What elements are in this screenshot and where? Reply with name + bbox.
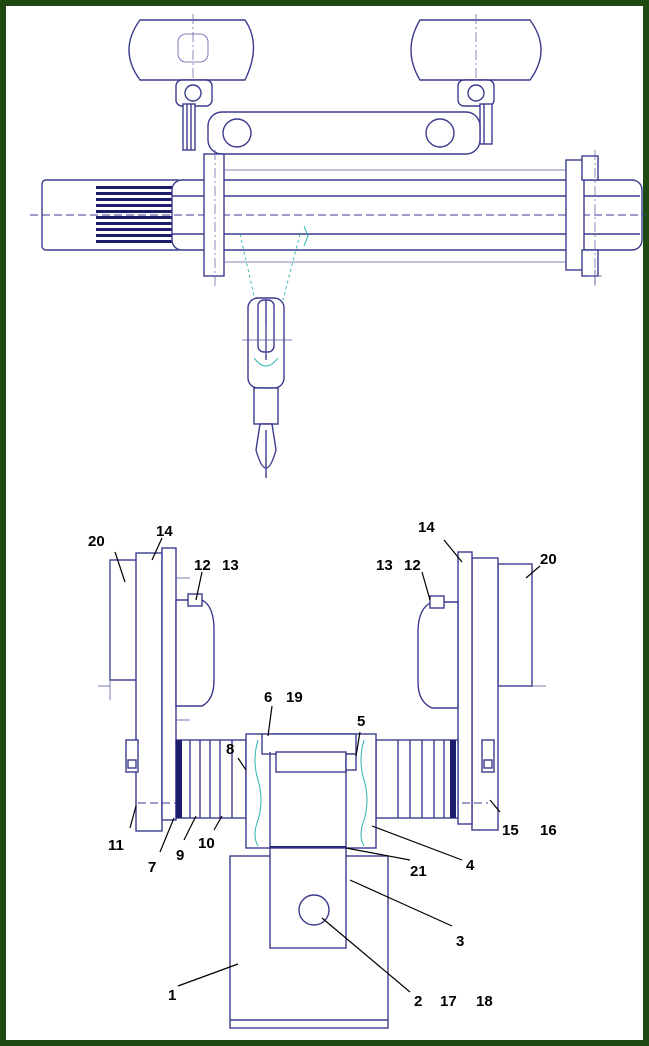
- callout-6: 6: [264, 689, 272, 706]
- callout-1: 1: [168, 987, 176, 1004]
- callout-5: 5: [357, 713, 365, 730]
- callout-13-right: 13: [376, 557, 393, 574]
- callout-10: 10: [198, 835, 215, 852]
- callout-3: 3: [456, 933, 464, 950]
- callout-leaders: [114, 537, 541, 993]
- callout-8: 8: [226, 741, 234, 758]
- callout-9: 9: [176, 847, 184, 864]
- callout-13-left: 13: [222, 557, 239, 574]
- hook-block: [242, 297, 292, 478]
- callout-19: 19: [286, 689, 303, 706]
- callout-labels: 20 14 12 13 14 13 12 20 6 19 5 8 11 15 1…: [88, 519, 557, 1010]
- callout-12-right: 12: [404, 557, 421, 574]
- callout-14-right: 14: [418, 519, 435, 536]
- callout-11: 11: [108, 837, 124, 854]
- callout-20-left: 20: [88, 533, 105, 550]
- callout-14-left: 14: [156, 523, 173, 540]
- callout-15: 15: [502, 822, 519, 839]
- callout-4: 4: [466, 857, 475, 874]
- top-view: [30, 14, 645, 478]
- callout-12-left: 12: [194, 557, 211, 574]
- callout-20-right: 20: [540, 551, 557, 568]
- motor-fins: [96, 186, 174, 243]
- callout-7: 7: [148, 859, 156, 876]
- front-view: [98, 547, 546, 1029]
- callout-2: 2: [414, 993, 422, 1010]
- callout-18: 18: [476, 993, 493, 1010]
- callout-21: 21: [410, 863, 427, 880]
- callout-17: 17: [440, 993, 457, 1010]
- callout-16: 16: [540, 822, 557, 839]
